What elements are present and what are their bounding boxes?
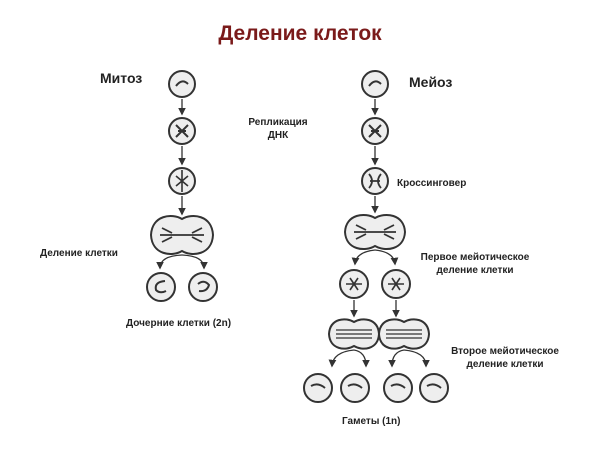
gametes-label: Гаметы (1n)	[342, 416, 401, 427]
mitosis-cell-3	[168, 167, 196, 195]
cell-division-label: Деление клетки	[40, 248, 118, 259]
second-meiotic-label-line2: деление клетки	[466, 359, 544, 370]
meiosis-arrow-gamete-3	[388, 349, 405, 368]
mitosis-cell-2	[168, 117, 196, 145]
meiosis-intermediate-cell-right	[381, 269, 411, 299]
mitosis-arrow-left	[156, 254, 183, 270]
meiosis-cell-crossing-over	[361, 167, 389, 195]
mitosis-daughter-cell-left	[146, 272, 176, 302]
meiosis-dividing-cell-right	[377, 318, 431, 350]
gamete-cell-1	[303, 373, 333, 403]
gamete-cell-3	[383, 373, 413, 403]
meiosis-intermediate-cell-left	[339, 269, 369, 299]
meiosis-arrow-first-left	[351, 249, 376, 266]
page-title: Деление клеток	[218, 22, 382, 45]
meiosis-dividing-cell-left	[327, 318, 381, 350]
gamete-cell-2	[340, 373, 370, 403]
meiosis-label: Мейоз	[409, 74, 453, 90]
gamete-cell-4	[419, 373, 449, 403]
meiosis-arrow-first-right	[374, 249, 399, 266]
replication-label-line1: Репликация	[248, 117, 308, 128]
mitosis-daughter-cell-right	[188, 272, 218, 302]
daughter-cells-label: Дочерние клетки (2n)	[126, 318, 232, 329]
second-meiotic-label-line1: Второе мейотическое	[451, 346, 559, 357]
first-meiotic-label-line1: Первое мейотическое	[420, 252, 530, 263]
first-meiotic-label-line2: деление клетки	[436, 265, 514, 276]
mitosis-label: Митоз	[100, 70, 143, 86]
meiosis-dividing-cell-1	[343, 214, 407, 250]
meiosis-arrow-gamete-4	[403, 349, 430, 368]
meiosis-arrow-gamete-1	[328, 349, 355, 368]
mitosis-cell-1	[168, 70, 196, 98]
crossing-over-label: Кроссинговер	[397, 178, 467, 189]
meiosis-arrow-gamete-2	[353, 349, 370, 368]
meiosis-cell-2	[361, 117, 389, 145]
meiosis-cell-1	[361, 70, 389, 98]
mitosis-arrow-right	[181, 254, 208, 270]
mitosis-dividing-cell	[149, 215, 215, 255]
replication-label-line2: ДНК	[267, 130, 289, 141]
